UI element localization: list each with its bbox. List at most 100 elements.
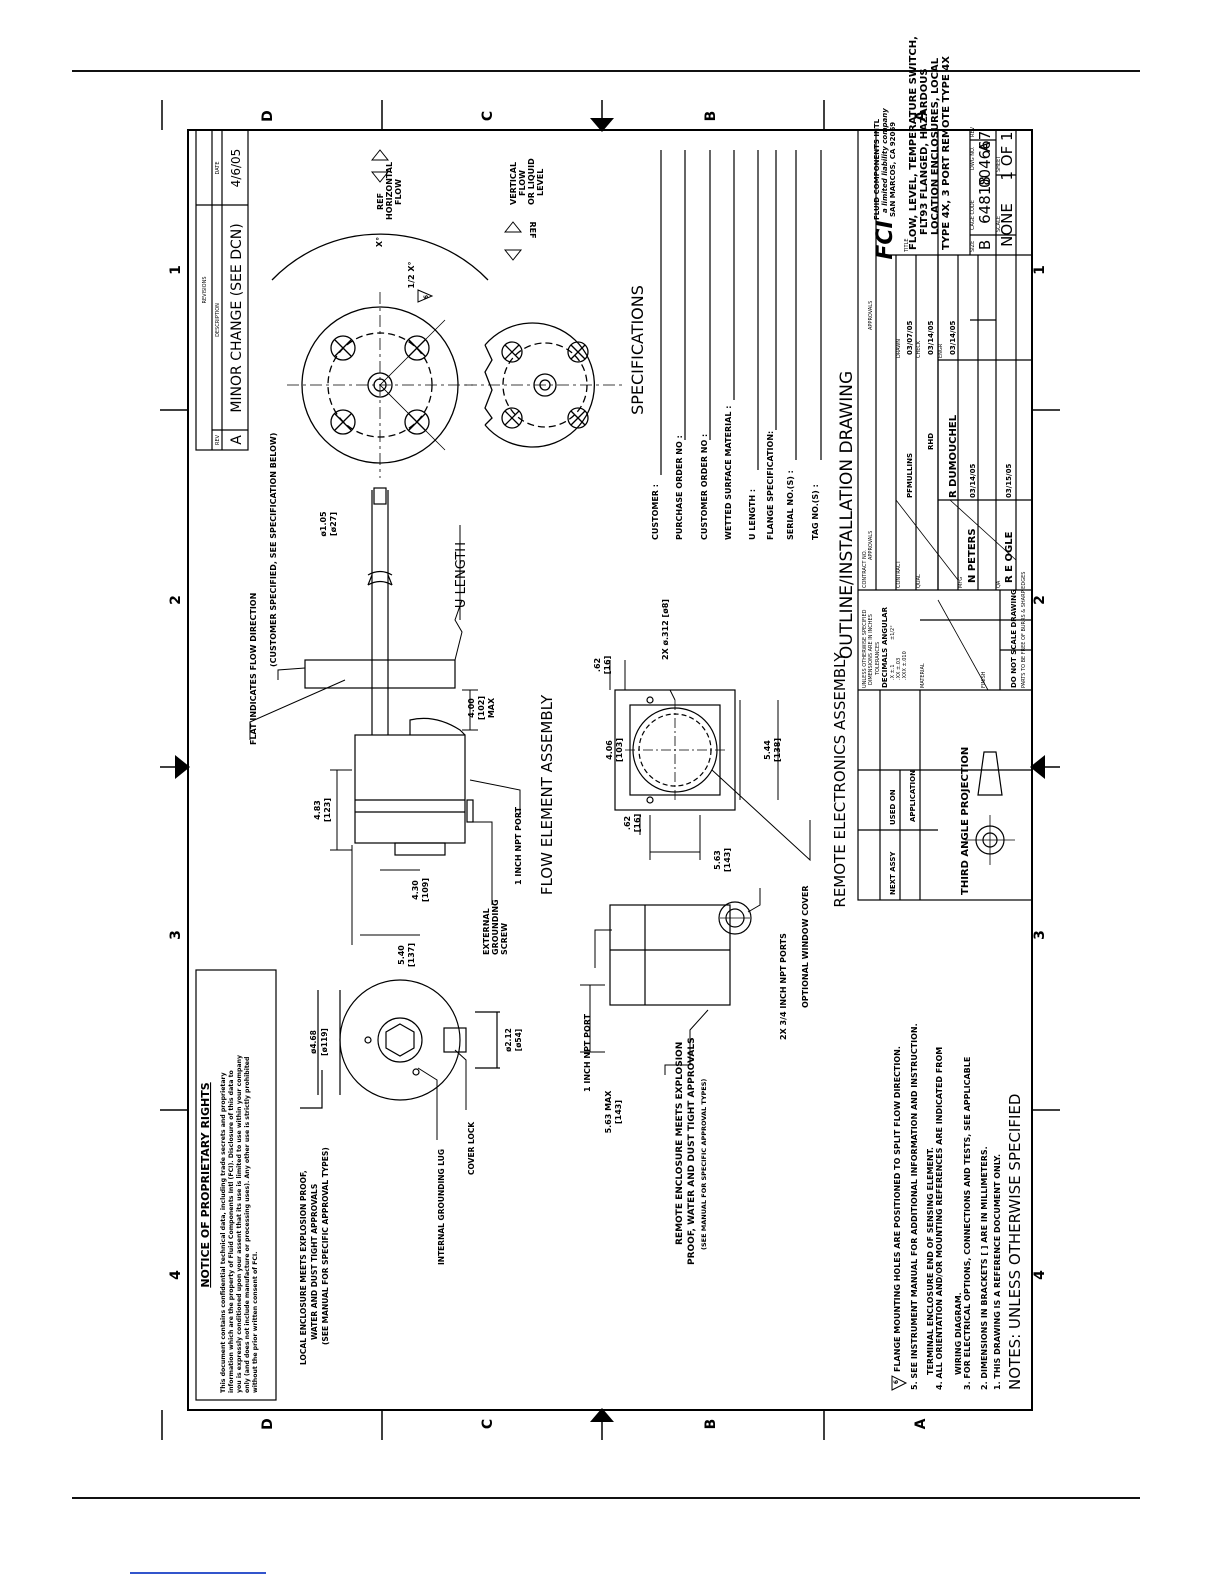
remote-window-cover: OPTIONAL WINDOW COVER <box>801 886 810 1009</box>
page-bottom-rule <box>72 1497 1140 1499</box>
note-3: 3. FOR ELECTRICAL OPTIONS, CONNECTIONS A… <box>963 1057 972 1390</box>
flow-dim-400-max: MAX <box>487 697 496 718</box>
drawn-by: PFMULLINS <box>906 453 914 498</box>
remote-holes: 2X ø.312 [ø8] <box>661 599 670 660</box>
flow-dim-dia-mm: [ø27] <box>329 512 338 536</box>
zone-bottom-b: B <box>703 1419 719 1430</box>
check-by: RHD <box>927 433 935 450</box>
remote-side-view <box>609 901 752 1006</box>
note-5: 5. SEE INSTRUMENT MANUAL FOR ADDITIONAL … <box>910 1023 919 1390</box>
flow-element-assembly-title: FLOW ELEMENT ASSEMBLY <box>538 694 556 895</box>
mfg-label: MFG <box>958 577 964 588</box>
note-2: 2. DIMENSIONS IN BRACKETS [ ] ARE IN MIL… <box>980 1146 989 1390</box>
flange-half-angle: 1/2 X° <box>407 261 416 288</box>
mfg-by: N PETERS <box>967 528 978 583</box>
spec-fill-lines <box>660 150 822 475</box>
note-6: FLANGE MOUNTING HOLES ARE POSITIONED TO … <box>893 1046 902 1372</box>
flow-dim-dia: ø1.05 <box>319 511 328 537</box>
contract-label: CONTRACT NO. <box>862 550 868 588</box>
zone-left-2: 2 <box>168 595 184 605</box>
dwg-label: DWG NO. <box>970 146 976 170</box>
flow-dim-483: 4.83 <box>313 800 322 820</box>
application-label: APPLICATION <box>909 770 917 822</box>
spec-flange: FLANGE SPECIFICATION: <box>766 431 775 540</box>
size-value: B <box>976 240 994 250</box>
external-screw-line-2: GROUNDING <box>491 899 500 955</box>
zone-right-2: 2 <box>1032 595 1048 605</box>
note-6-triangle <box>891 1375 908 1391</box>
vertical-4: LEVEL <box>536 169 545 196</box>
company-city: SAN MARCOS, CA 92069 <box>889 122 897 217</box>
customer-specified-note: (CUSTOMER SPECIFIED, SEE SPECIFICATION B… <box>269 433 278 667</box>
remote-enclosure-line-2: PROOF, WATER AND DUST TIGHT APPROVALS <box>687 1037 697 1265</box>
cage-label: CAGE CODE <box>970 200 976 230</box>
notice-line-4: only (and does not include manufacture o… <box>244 1057 251 1393</box>
scale-label: SCALE <box>996 216 1002 232</box>
local-dia-small-mm: [ø54] <box>514 1029 523 1051</box>
engr-date: 03/14/05 <box>949 321 957 355</box>
zone-bottom-c: C <box>480 1419 496 1429</box>
revisions-col-description: DESCRIPTION <box>215 303 221 337</box>
local-enclosure-end-view <box>300 979 500 1109</box>
size-label: SIZE <box>970 241 976 252</box>
dwg-value: 004667 <box>976 131 994 188</box>
next-assy: NEXT ASSY <box>889 851 897 895</box>
ref-horizontal-1: REF <box>376 193 385 210</box>
tol-line-1: UNLESS OTHERWISE SPECIFIED <box>862 609 868 688</box>
footer-link-underline[interactable] <box>130 1572 266 1574</box>
remote-dim-544-mm: [138] <box>773 738 782 762</box>
note-4: 4. ALL ORIENTATION AND/OR MOUNTING REFER… <box>935 1047 944 1390</box>
flow-dim-400-mm: [102] <box>477 696 486 720</box>
local-dia-outer-mm: [ø119] <box>320 1028 329 1056</box>
remote-dim-563: 5.63 <box>713 850 722 870</box>
title-line-2: FLT93 FLANGED, HAZARDOUS <box>919 68 930 235</box>
notes-title: NOTES: UNLESS OTHERWISE SPECIFIED <box>1006 1094 1024 1390</box>
qual-label: QUAL <box>916 574 922 588</box>
contract-sub: CONTRACT <box>896 560 902 588</box>
revision-date: 4/6/05 <box>229 149 243 188</box>
fci-logo: FCI <box>873 220 898 259</box>
remote-dim-062b: .62 <box>593 658 602 672</box>
remote-max-dim-mm: [143] <box>614 1100 623 1124</box>
spec-tag: TAG NO.(S) : <box>811 484 820 540</box>
revision-letter: A <box>229 435 245 445</box>
zone-top-c: C <box>480 111 496 121</box>
remote-dim-544: 5.44 <box>763 740 772 760</box>
title-block <box>857 129 1033 901</box>
notice-box <box>195 969 277 1401</box>
ref-horizontal-arrow-down <box>370 171 390 183</box>
engr-by: R DUMOUCHEL <box>948 414 959 498</box>
note-6-num: 6 <box>893 1380 900 1384</box>
third-angle-projection-symbol <box>965 751 1015 865</box>
remote-dim-406-mm: [103] <box>615 738 624 762</box>
local-dia-outer: ø4.68 <box>309 1030 318 1054</box>
local-enclosure-line-3: (SEE MANUAL FOR SPECIFIC APPROVAL TYPES) <box>321 1147 330 1345</box>
cage-value: 64818 <box>976 176 994 224</box>
external-screw-line-3: SCREW <box>500 923 509 955</box>
scale-value: NONE <box>998 203 1016 247</box>
title-line-4: TYPE 4X, 3 PORT REMOTE TYPE 4X <box>941 56 952 250</box>
external-screw-line-1: EXTERNAL <box>482 908 491 955</box>
burrs-note: PARTS TO BE FREE OF BURRS & SHARP EDGES <box>1021 572 1027 688</box>
title-line-1: FLOW, LEVEL, TEMPERATURE SWITCH, <box>908 36 919 250</box>
vertical-1: VERTICAL <box>509 162 518 205</box>
remote-dim-062a: .62 <box>623 816 632 830</box>
revisions-col-rev: REV <box>215 434 221 445</box>
flange-angle: X° <box>375 237 384 247</box>
notice-line-3: you is expressly conditioned upon your a… <box>236 1055 243 1393</box>
remote-dim-062b-mm: [16] <box>603 656 612 674</box>
qa-by: R E OGLE <box>1004 531 1015 583</box>
flow-dim-400: 4.00 <box>467 698 476 718</box>
tol-xxx: .XXX ±.010 <box>902 651 908 680</box>
company-name: FLUID COMPONENTS INTL <box>873 118 881 220</box>
local-dia-small: ø2.12 <box>504 1028 513 1052</box>
tol-x: .X ±.1 <box>890 664 896 680</box>
notice-line-5: without the prior written consent of FCI… <box>252 1251 259 1393</box>
ref-horizontal-arrow-up <box>370 149 390 161</box>
zone-left-3: 3 <box>168 930 184 940</box>
vertical-arrow-up <box>503 221 523 233</box>
note-4b: TERMINAL ENCLOSURE END OF SENSING ELEMEN… <box>926 1147 935 1375</box>
notice-line-1: This document contains confidential tech… <box>220 1072 227 1393</box>
tol-line-3: TOLERANCES <box>875 642 881 676</box>
